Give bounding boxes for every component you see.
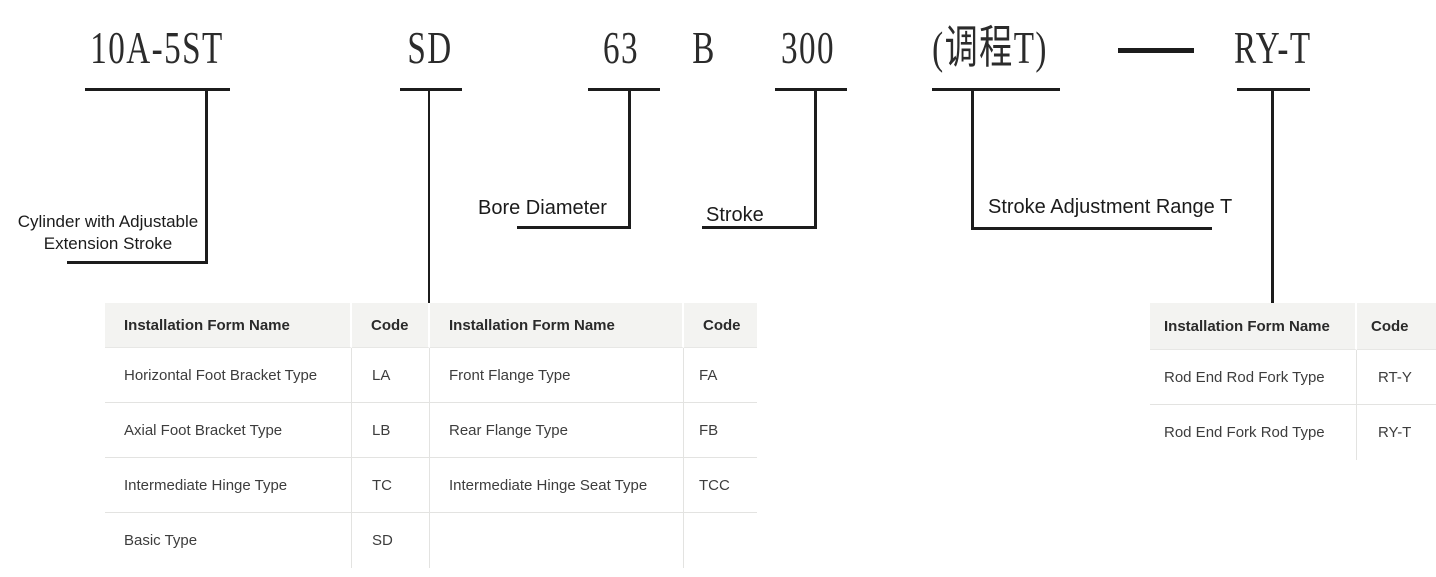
label-series-line2: Extension Stroke [43, 234, 173, 253]
code-segment-stroke: 300 [781, 22, 835, 73]
code-segment-bore: 63 [603, 22, 639, 73]
table-header-cell: Installation Form Name [430, 303, 684, 348]
table-cell-name [430, 513, 684, 568]
connector-series-vertical [205, 88, 208, 264]
table-header-cell: Code [1357, 303, 1436, 350]
connector-bore-horizontal [517, 226, 631, 229]
table-cell-code: TC [352, 458, 430, 513]
code-segment-adjustment: (调程T) [932, 22, 1048, 73]
table-cell-name: Axial Foot Bracket Type [105, 403, 352, 458]
connector-adjustment-vertical [971, 88, 974, 230]
code-segment-installation: SD [407, 22, 453, 73]
table-cell-code: TCC [684, 458, 757, 513]
code-segment-b: B [692, 22, 716, 73]
table-header-cell: Code [684, 303, 757, 348]
connector-installation-vertical [428, 88, 430, 303]
underline-adjustment [932, 88, 1060, 91]
underline-bore [588, 88, 660, 91]
table-cell-name: Basic Type [105, 513, 352, 568]
table-cell-name: Front Flange Type [430, 348, 684, 403]
connector-stroke-horizontal [702, 226, 817, 229]
label-bore-diameter: Bore Diameter [478, 197, 607, 219]
table-cell-name: Rod End Rod Fork Type [1150, 350, 1357, 405]
connector-series-horizontal [67, 261, 208, 264]
label-stroke: Stroke [706, 204, 764, 226]
connector-rod-end-vertical [1271, 88, 1274, 303]
table-cell-name: Rod End Fork Rod Type [1150, 405, 1357, 460]
underline-installation [400, 88, 462, 91]
table-cell-code [684, 513, 757, 568]
table-cell-name: Rear Flange Type [430, 403, 684, 458]
table-header-cell: Code [352, 303, 430, 348]
table-cell-code: RY-T [1357, 405, 1436, 460]
underline-stroke [775, 88, 847, 91]
table-cell-code: FB [684, 403, 757, 458]
table-cell-code: FA [684, 348, 757, 403]
table-cell-code: SD [352, 513, 430, 568]
table-cell-name: Intermediate Hinge Seat Type [430, 458, 684, 513]
table-cell-code: RT-Y [1357, 350, 1436, 405]
table-header-cell: Installation Form Name [1150, 303, 1357, 350]
table-cell-name: Horizontal Foot Bracket Type [105, 348, 352, 403]
table-cell-code: LA [352, 348, 430, 403]
code-segment-rod-end: RY-T [1234, 22, 1312, 73]
table-header-cell: Installation Form Name [105, 303, 352, 348]
connector-bore-vertical [628, 88, 631, 229]
table-cell-code: LB [352, 403, 430, 458]
table-cell-name: Intermediate Hinge Type [105, 458, 352, 513]
installation-form-table-left: Installation Form Name Code Installation… [105, 303, 757, 568]
label-series-line1: Cylinder with Adjustable [17, 212, 199, 231]
installation-form-table-right: Installation Form Name Code Rod End Rod … [1150, 303, 1436, 460]
connector-stroke-vertical [814, 88, 817, 229]
label-series: Cylinder with Adjustable Extension Strok… [8, 211, 208, 255]
label-stroke-adjustment: Stroke Adjustment Range T [988, 196, 1233, 218]
separator-dash [1118, 48, 1194, 53]
code-segment-series: 10A-5ST [90, 22, 224, 73]
underline-series [85, 88, 230, 91]
connector-adjustment-horizontal [971, 227, 1212, 230]
